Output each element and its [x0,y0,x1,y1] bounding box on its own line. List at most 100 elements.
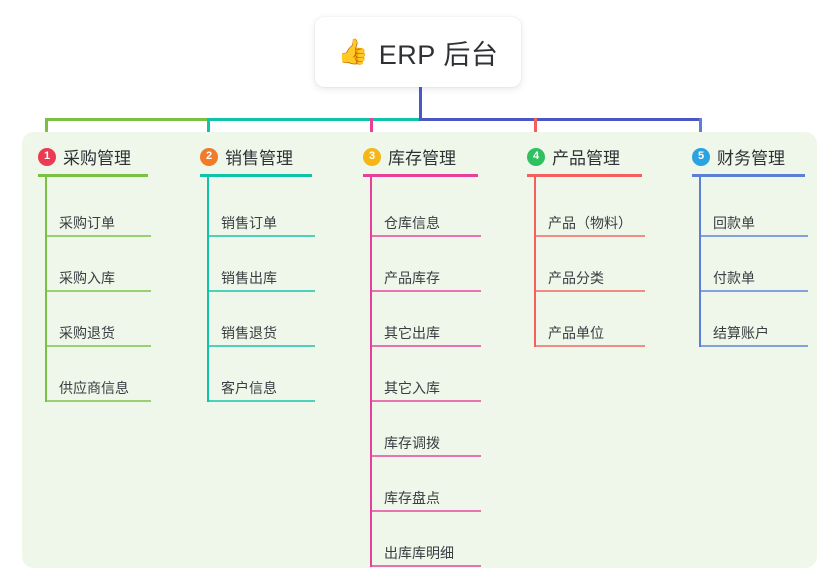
branch-item-label: 仓库信息 [384,215,440,231]
branch-item-label: 库存调拨 [384,435,440,451]
branch-item-label: 客户信息 [221,380,277,396]
branch-column-4: 4 产品管理产品（物料） 产品分类产品单位 [511,132,686,562]
branch-item-label: 付款单 [713,270,755,286]
branch-item-label: 销售出库 [221,270,277,286]
branch-title-3: 库存管理 [388,149,456,168]
branch-title-1: 采购管理 [63,149,131,168]
branch-badge-1: 1 [38,147,56,166]
branch-item-rule [45,235,151,237]
branch-header-2[interactable]: 2 销售管理 [200,144,293,169]
branch-item[interactable]: 其它出库 [370,292,483,347]
branch-item[interactable]: 产品（物料） [534,182,647,237]
branch-title-4: 产品管理 [552,149,620,168]
branch-column-3: 3 库存管理仓库信息产品库存其它出库其它入库库存调拨库存盘点出库库明细 [347,132,522,567]
branch-item-label: 销售退货 [221,325,277,341]
branch-item[interactable]: 库存调拨 [370,402,483,457]
branch-item-label: 其它出库 [384,325,440,341]
branch-item-rule [370,345,481,347]
branch-item-rule [370,290,481,292]
root-stem-connector [419,87,422,121]
branch-header-rule-3 [363,174,478,177]
branch-item-label: 采购入库 [59,270,115,286]
root-node-title: ERP 后台 [378,39,499,70]
branch-item[interactable]: 销售订单 [207,182,317,237]
branch-item-rule [699,290,808,292]
branch-item-rule [534,345,645,347]
branch-item-rule [207,290,315,292]
branch-item-rule [370,510,481,512]
branch-item[interactable]: 产品库存 [370,237,483,292]
branch-header-rule-4 [527,174,642,177]
branch-trunk-1 [45,176,47,402]
branch-badge-4: 4 [527,147,545,166]
bus-segment-1 [45,118,210,121]
bus-segment-2 [207,118,422,121]
branch-column-2: 2 销售管理销售订单销售出库销售退货客户信息 [184,132,356,562]
branch-item[interactable]: 采购入库 [45,237,153,292]
branch-badge-2: 2 [200,147,218,166]
branch-item-label: 采购退货 [59,325,115,341]
branch-title-2: 销售管理 [225,149,293,168]
branch-item-rule [45,290,151,292]
branch-item-label: 回款单 [713,215,755,231]
branch-item[interactable]: 其它入库 [370,347,483,402]
branch-trunk-5 [699,176,701,347]
branch-item[interactable]: 产品分类 [534,237,647,292]
branch-badge-3: 3 [363,147,381,166]
branch-item-rule [534,290,645,292]
branch-item-label: 结算账户 [713,325,769,341]
branch-item[interactable]: 产品单位 [534,292,647,347]
branch-header-3[interactable]: 3 库存管理 [363,144,456,169]
branch-item[interactable]: 客户信息 [207,347,317,402]
branch-item-label: 产品单位 [548,325,604,341]
branch-item-label: 产品分类 [548,270,604,286]
branch-item[interactable]: 付款单 [699,237,810,292]
thumbs-up-icon: 👍 [337,37,369,66]
branch-item-label: 供应商信息 [59,380,129,396]
branch-item-rule [370,235,481,237]
branch-column-1: 1 采购管理采购订单采购入库采购退货供应商信息 [22,132,192,562]
branch-item-rule [699,345,808,347]
branch-item-rule [370,400,481,402]
branch-item[interactable]: 出库库明细 [370,512,483,567]
branch-item-rule [370,565,481,567]
branches-panel [22,132,817,568]
branch-item-label: 产品库存 [384,270,440,286]
branch-item-label: 出库库明细 [384,545,454,561]
branch-item-label: 产品（物料） [548,215,632,231]
branch-item-rule [45,400,151,402]
branch-item-rule [207,400,315,402]
branch-item[interactable]: 仓库信息 [370,182,483,237]
branch-trunk-3 [370,176,372,567]
branch-header-rule-2 [200,174,312,177]
branch-item[interactable]: 销售退货 [207,292,317,347]
branch-item-rule [370,455,481,457]
branch-item-label: 采购订单 [59,215,115,231]
branch-item[interactable]: 采购订单 [45,182,153,237]
branch-header-1[interactable]: 1 采购管理 [38,144,131,169]
branch-trunk-4 [534,176,536,347]
branch-item[interactable]: 供应商信息 [45,347,153,402]
branch-item-label: 销售订单 [221,215,277,231]
branch-item-rule [45,345,151,347]
branch-item[interactable]: 采购退货 [45,292,153,347]
bus-segment-3 [419,118,702,121]
branch-item[interactable]: 结算账户 [699,292,810,347]
branch-item[interactable]: 回款单 [699,182,810,237]
branch-item-rule [534,235,645,237]
branch-header-rule-1 [38,174,148,177]
branch-badge-5: 5 [692,147,710,166]
branch-item[interactable]: 库存盘点 [370,457,483,512]
branch-item-rule [207,235,315,237]
branch-item-rule [207,345,315,347]
root-node-erp-backend[interactable]: 👍 ERP 后台 [315,17,521,87]
branch-item-label: 其它入库 [384,380,440,396]
branch-header-4[interactable]: 4 产品管理 [527,144,620,169]
branch-item[interactable]: 销售出库 [207,237,317,292]
branch-header-rule-5 [692,174,805,177]
branch-trunk-2 [207,176,209,402]
branch-item-label: 库存盘点 [384,490,440,506]
